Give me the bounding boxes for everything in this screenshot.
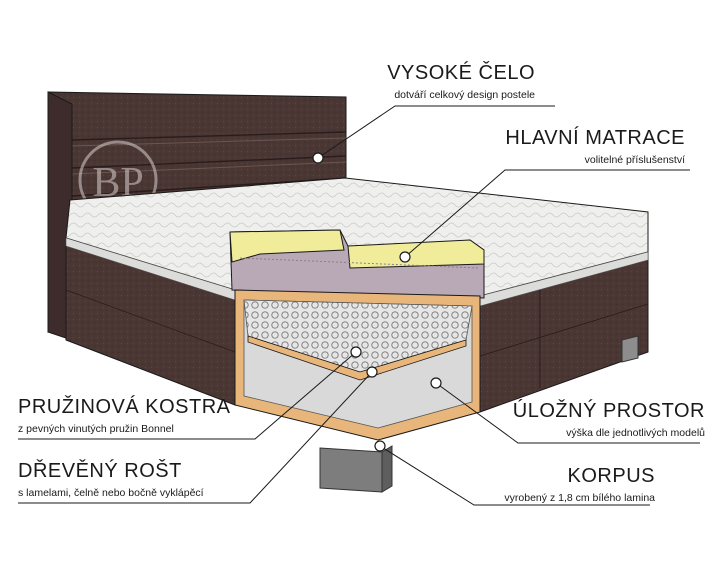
marker-springs	[350, 346, 362, 358]
callout-storage-subtitle: výška dle jednotlivých modelů	[566, 427, 705, 439]
marker-slats	[366, 366, 378, 378]
callout-headboard: VYSOKÉ ČELO dotváří celkový design poste…	[387, 62, 535, 102]
frame-cutaway	[234, 289, 481, 441]
callout-mattress-subtitle: volitelné příslušenství	[584, 154, 685, 166]
marker-storage	[430, 377, 442, 389]
leader-springs	[18, 351, 357, 440]
leader-mattress	[404, 169, 690, 258]
leader-lines	[18, 105, 700, 506]
leader-frame	[379, 445, 650, 506]
callout-frame: KORPUS vyrobený z 1,8 cm bílého lamina	[504, 465, 655, 505]
callout-springs: PRUŽINOVÁ KOSTRA z pevných vinutých pruž…	[18, 396, 230, 436]
callout-frame-title: KORPUS	[567, 465, 655, 487]
callout-springs-title: PRUŽINOVÁ KOSTRA	[18, 396, 231, 418]
callout-slats: DŘEVĚNÝ ROŠT s lamelami, čelně nebo bočn…	[18, 460, 204, 500]
legs	[319, 335, 639, 493]
leader-storage	[435, 382, 700, 444]
marker-mattress	[399, 251, 411, 263]
callout-springs-subtitle: z pevných vinutých pružin Bonnel	[18, 423, 174, 435]
callout-headboard-title: VYSOKÉ ČELO	[387, 62, 535, 84]
callout-mattress: HLAVNÍ MATRACE volitelné příslušenství	[505, 127, 685, 167]
callout-headboard-subtitle: dotváří celkový design postele	[394, 89, 535, 101]
callout-slats-subtitle: s lamelami, čelně nebo bočně vyklápěcí	[18, 487, 204, 499]
leader-markers	[312, 152, 442, 452]
callout-storage: ÚLOŽNÝ PROSTOR výška dle jednotlivých mo…	[513, 400, 705, 440]
leader-slats	[18, 371, 373, 504]
marker-frame	[374, 440, 386, 452]
callout-frame-subtitle: vyrobený z 1,8 cm bílého lamina	[504, 492, 655, 504]
callout-slats-title: DŘEVĚNÝ ROŠT	[18, 460, 182, 482]
marker-headboard	[312, 152, 324, 164]
callout-mattress-title: HLAVNÍ MATRACE	[505, 127, 685, 149]
callout-storage-title: ÚLOŽNÝ PROSTOR	[512, 400, 705, 422]
leader-headboard	[317, 105, 555, 159]
